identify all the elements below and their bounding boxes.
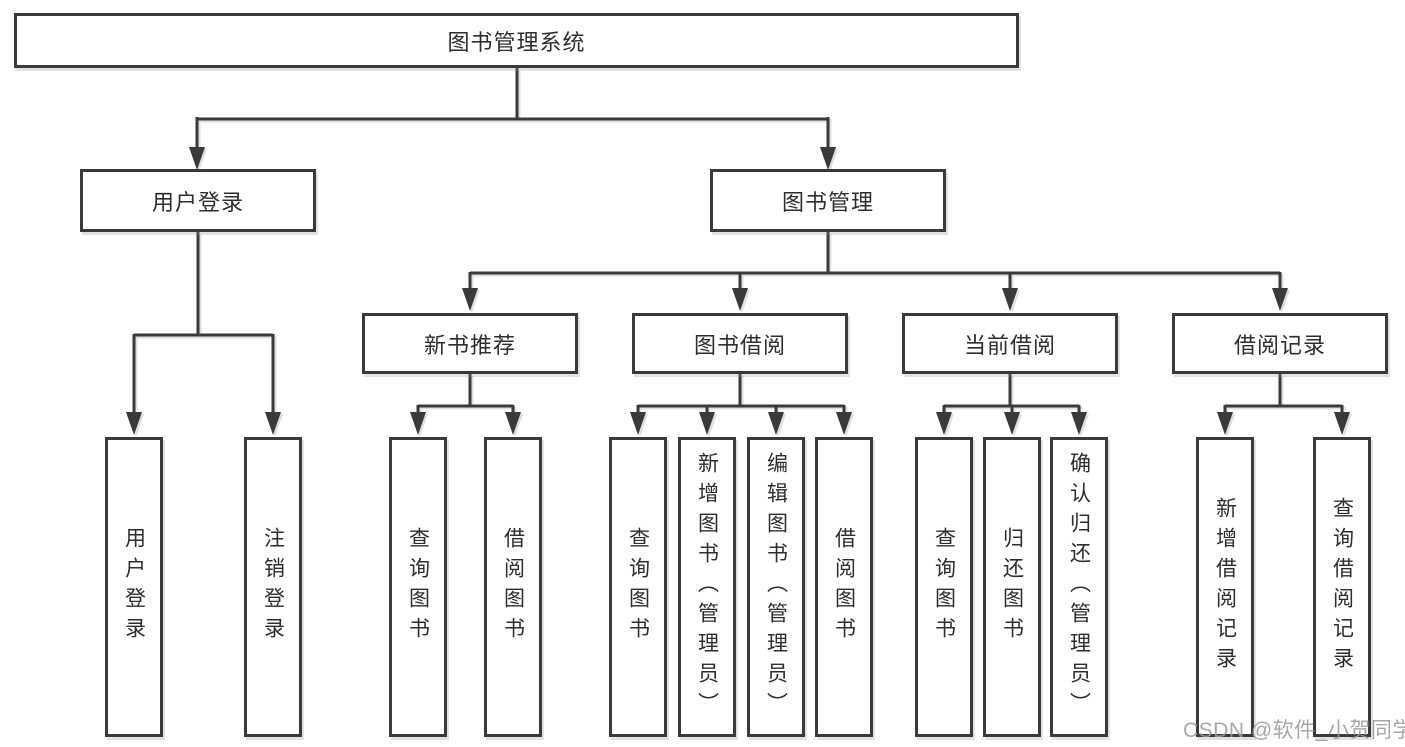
csdn-watermark: CSDN @软件_小贺同学	[1183, 719, 1405, 742]
leaf-confirm-return-admin: 确认归还（管理员）	[1050, 437, 1108, 737]
leaf-query-books-recommend: 查询图书	[389, 437, 447, 737]
leaf-query-books-borrow: 查询图书	[609, 437, 667, 737]
leaf-logout: 注销登录	[244, 437, 302, 737]
leaf-user-login: 用户登录	[105, 437, 163, 737]
node-current-borrowing: 当前借阅	[902, 313, 1118, 374]
node-new-book-recommendation: 新书推荐	[362, 313, 578, 374]
node-user-login: 用户登录	[80, 169, 316, 232]
arrowheads	[126, 147, 1350, 435]
node-book-management: 图书管理	[710, 169, 946, 232]
leaf-add-book-admin: 新增图书（管理员）	[678, 437, 736, 737]
leaf-borrow-books-recommend: 借阅图书	[484, 437, 542, 737]
node-book-borrowing: 图书借阅	[632, 313, 848, 374]
leaf-edit-book-admin: 编辑图书（管理员）	[747, 437, 805, 737]
leaf-query-books-current: 查询图书	[915, 437, 973, 737]
leaf-return-book: 归还图书	[983, 437, 1041, 737]
node-borrowing-records: 借阅记录	[1172, 313, 1388, 374]
leaf-borrow-books: 借阅图书	[815, 437, 873, 737]
node-root: 图书管理系统	[14, 13, 1019, 68]
leaf-query-borrow-record: 查询借阅记录	[1313, 437, 1371, 737]
leaf-add-borrow-record: 新增借阅记录	[1196, 437, 1254, 737]
